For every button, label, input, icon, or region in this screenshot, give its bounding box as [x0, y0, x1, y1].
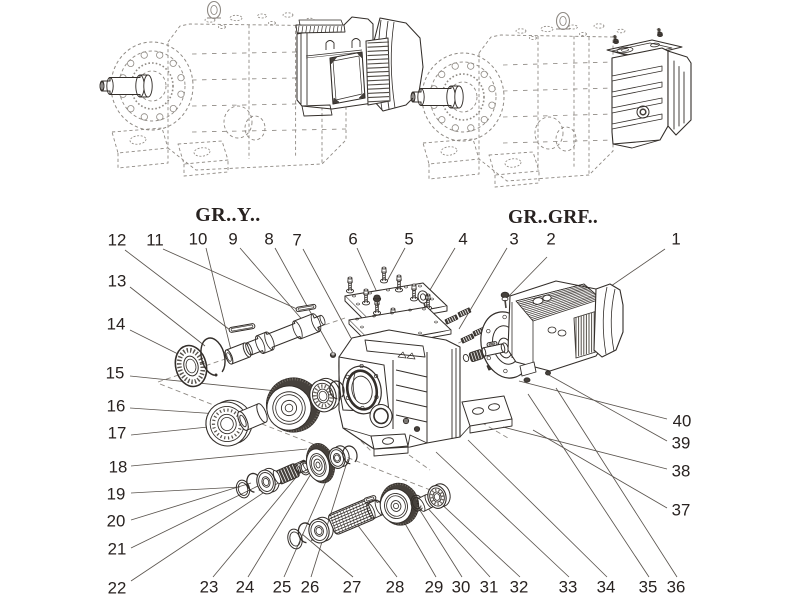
svg-text:13: 13	[108, 272, 127, 291]
svg-text:39: 39	[672, 434, 691, 453]
svg-text:25: 25	[273, 578, 292, 597]
svg-text:24: 24	[236, 578, 255, 597]
svg-text:14: 14	[107, 315, 126, 334]
svg-text:20: 20	[107, 512, 126, 531]
svg-text:1: 1	[671, 230, 680, 249]
svg-text:15: 15	[106, 364, 125, 383]
svg-text:34: 34	[597, 578, 616, 597]
svg-text:17: 17	[108, 424, 127, 443]
svg-text:36: 36	[667, 578, 686, 597]
svg-text:5: 5	[404, 230, 413, 249]
svg-text:33: 33	[559, 578, 578, 597]
svg-text:26: 26	[301, 578, 320, 597]
svg-text:19: 19	[107, 485, 126, 504]
svg-text:2: 2	[546, 230, 555, 249]
svg-text:35: 35	[639, 578, 658, 597]
svg-text:12: 12	[108, 231, 127, 250]
svg-text:37: 37	[672, 501, 691, 520]
svg-text:21: 21	[108, 540, 127, 559]
svg-text:4: 4	[458, 230, 467, 249]
svg-text:30: 30	[452, 578, 471, 597]
svg-text:10: 10	[189, 230, 208, 249]
svg-text:32: 32	[510, 578, 529, 597]
svg-text:11: 11	[146, 231, 163, 250]
svg-text:7: 7	[292, 231, 301, 250]
svg-text:27: 27	[343, 578, 362, 597]
svg-text:GR..GRF..: GR..GRF..	[508, 207, 598, 228]
svg-text:22: 22	[108, 579, 127, 598]
svg-text:GR..Y..: GR..Y..	[195, 204, 260, 226]
svg-text:40: 40	[673, 412, 692, 431]
svg-text:9: 9	[228, 230, 237, 249]
svg-text:38: 38	[672, 462, 691, 481]
svg-text:29: 29	[425, 578, 444, 597]
svg-text:8: 8	[264, 230, 273, 249]
svg-text:18: 18	[109, 458, 128, 477]
svg-text:23: 23	[200, 578, 219, 597]
svg-text:6: 6	[348, 230, 357, 249]
svg-text:16: 16	[107, 397, 126, 416]
svg-text:31: 31	[480, 578, 499, 597]
svg-text:28: 28	[386, 578, 405, 597]
svg-text:3: 3	[509, 230, 518, 249]
